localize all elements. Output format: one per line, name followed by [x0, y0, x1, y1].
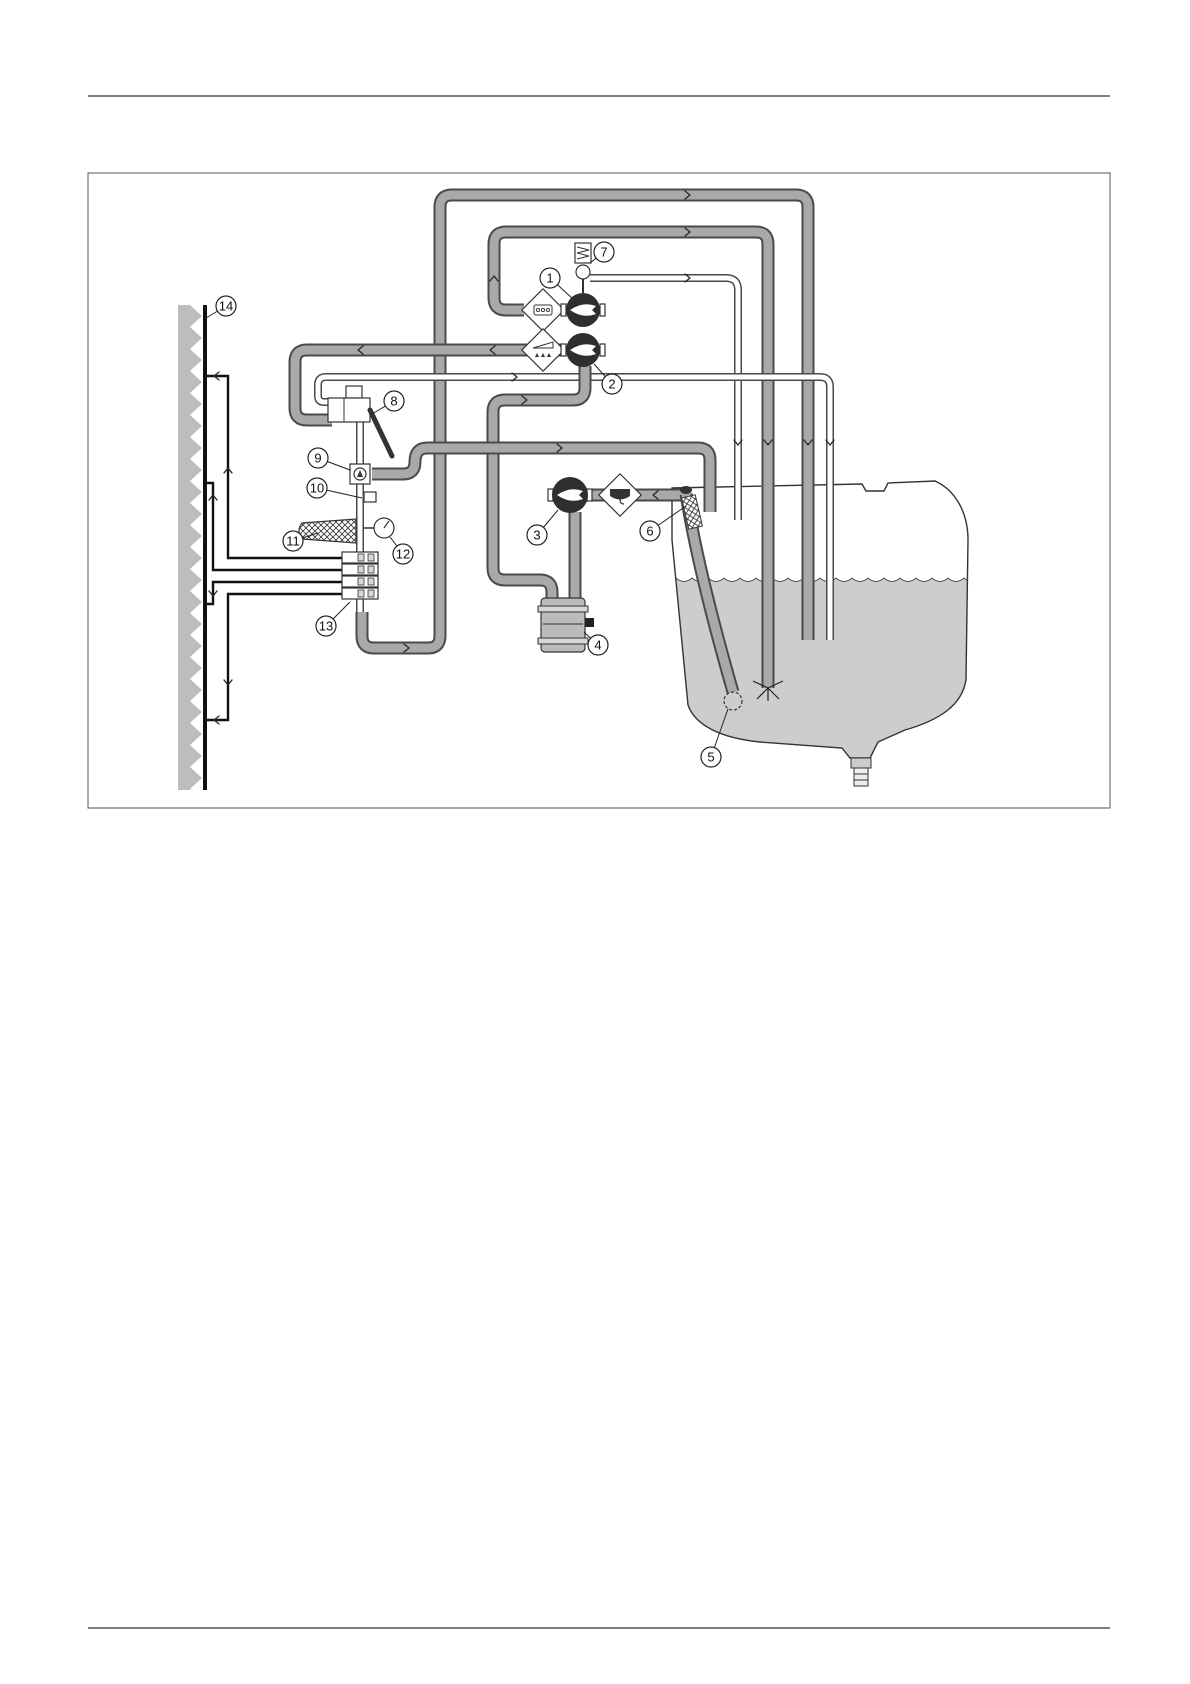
- callout-label: 2: [608, 377, 615, 392]
- callout-6: 6: [640, 506, 686, 541]
- valve-handle: [370, 410, 392, 456]
- callout-3: 3: [527, 510, 558, 545]
- callout-label: 9: [314, 451, 321, 466]
- callout-4: 4: [584, 632, 608, 655]
- drain-fitting: [851, 758, 871, 786]
- callout-label: 14: [219, 299, 233, 314]
- callout-label: 8: [390, 394, 397, 409]
- manifold-tee: [364, 492, 376, 502]
- callout-label: 11: [286, 534, 300, 549]
- boom-feed-line-4: [205, 594, 342, 720]
- agitation-control: [522, 289, 605, 331]
- boom-control: [522, 329, 605, 371]
- callout-label: 1: [546, 271, 553, 286]
- callout-label: 6: [646, 524, 653, 539]
- callout-9: 9: [308, 448, 350, 470]
- pressure-filter: [299, 519, 356, 543]
- section-valve: [342, 552, 378, 563]
- bypass-pipe: [372, 448, 710, 512]
- callout-label: 10: [310, 481, 324, 496]
- callout-7: 7: [590, 242, 614, 263]
- relief-valve: [575, 243, 591, 293]
- callout-12: 12: [390, 537, 413, 564]
- callout-label: 12: [396, 547, 410, 562]
- callout-label: 7: [600, 245, 607, 260]
- section-valves: [342, 552, 378, 599]
- pressure-regulating-valve: [350, 464, 370, 484]
- callout-13: 13: [316, 602, 350, 636]
- callout-label: 5: [707, 750, 714, 765]
- boom-symbol-frame: [522, 329, 564, 371]
- callout-14: 14: [206, 296, 236, 318]
- section-valve: [342, 588, 378, 599]
- section-valve: [342, 564, 378, 575]
- callouts: 14 1 7 2 8 9 10: [206, 242, 728, 767]
- pressure-gauge: [364, 518, 394, 538]
- nozzle-spray-fans: [178, 305, 204, 790]
- callout-label: 13: [319, 619, 333, 634]
- agitation-icon: [534, 305, 552, 315]
- callout-label: 3: [533, 528, 540, 543]
- pump: [538, 598, 594, 652]
- callout-label: 4: [594, 638, 601, 653]
- section-valve: [342, 576, 378, 587]
- tank: [660, 481, 980, 820]
- callout-8: 8: [372, 391, 404, 414]
